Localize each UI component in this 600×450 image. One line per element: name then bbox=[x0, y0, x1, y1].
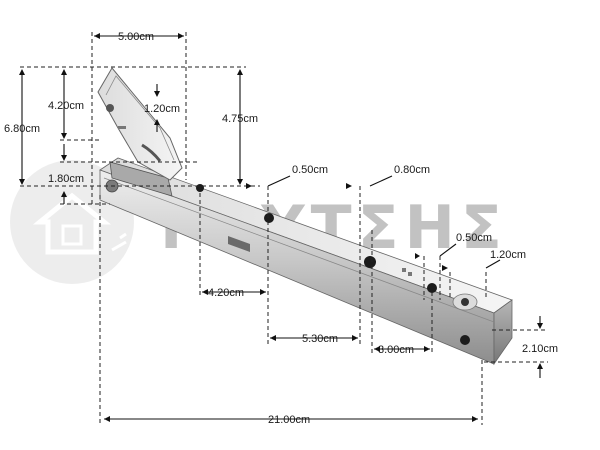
end-hole bbox=[460, 335, 470, 345]
hole-2 bbox=[364, 256, 376, 268]
dim-end-slot-width: 1.20cm bbox=[490, 249, 526, 261]
hole-1 bbox=[264, 213, 274, 223]
dim-top-width: 5.00cm bbox=[118, 31, 154, 43]
dim-hinge-upper: 4.20cm bbox=[48, 100, 84, 112]
dim-slot-width: 0.50cm bbox=[292, 164, 328, 176]
dim-end-height: 2.10cm bbox=[522, 343, 558, 355]
dim-overall-length: 21.00cm bbox=[268, 414, 310, 426]
dim-hole-spacing-1: 4.20cm bbox=[208, 287, 244, 299]
dim-hole-spacing-3: 3.00cm bbox=[378, 344, 414, 356]
hinge-part bbox=[97, 67, 513, 366]
dim-hinge-notch: 1.20cm bbox=[144, 103, 180, 115]
dim-end-hole-width: 0.50cm bbox=[456, 232, 492, 244]
dim-arm-height: 4.75cm bbox=[222, 113, 258, 125]
dim-base-height: 1.80cm bbox=[48, 173, 84, 185]
dim-hole-width: 0.80cm bbox=[394, 164, 430, 176]
dimension-labels: 5.00cm 4.20cm 1.20cm 6.80cm 4.75cm 1.80c… bbox=[4, 31, 558, 426]
plug-icon bbox=[111, 232, 127, 252]
dim-hole-spacing-2: 5.30cm bbox=[302, 333, 338, 345]
dimension-lines bbox=[19, 32, 548, 425]
house-icon bbox=[32, 192, 112, 255]
dim-total-height: 6.80cm bbox=[4, 123, 40, 135]
hole-3 bbox=[427, 283, 437, 293]
